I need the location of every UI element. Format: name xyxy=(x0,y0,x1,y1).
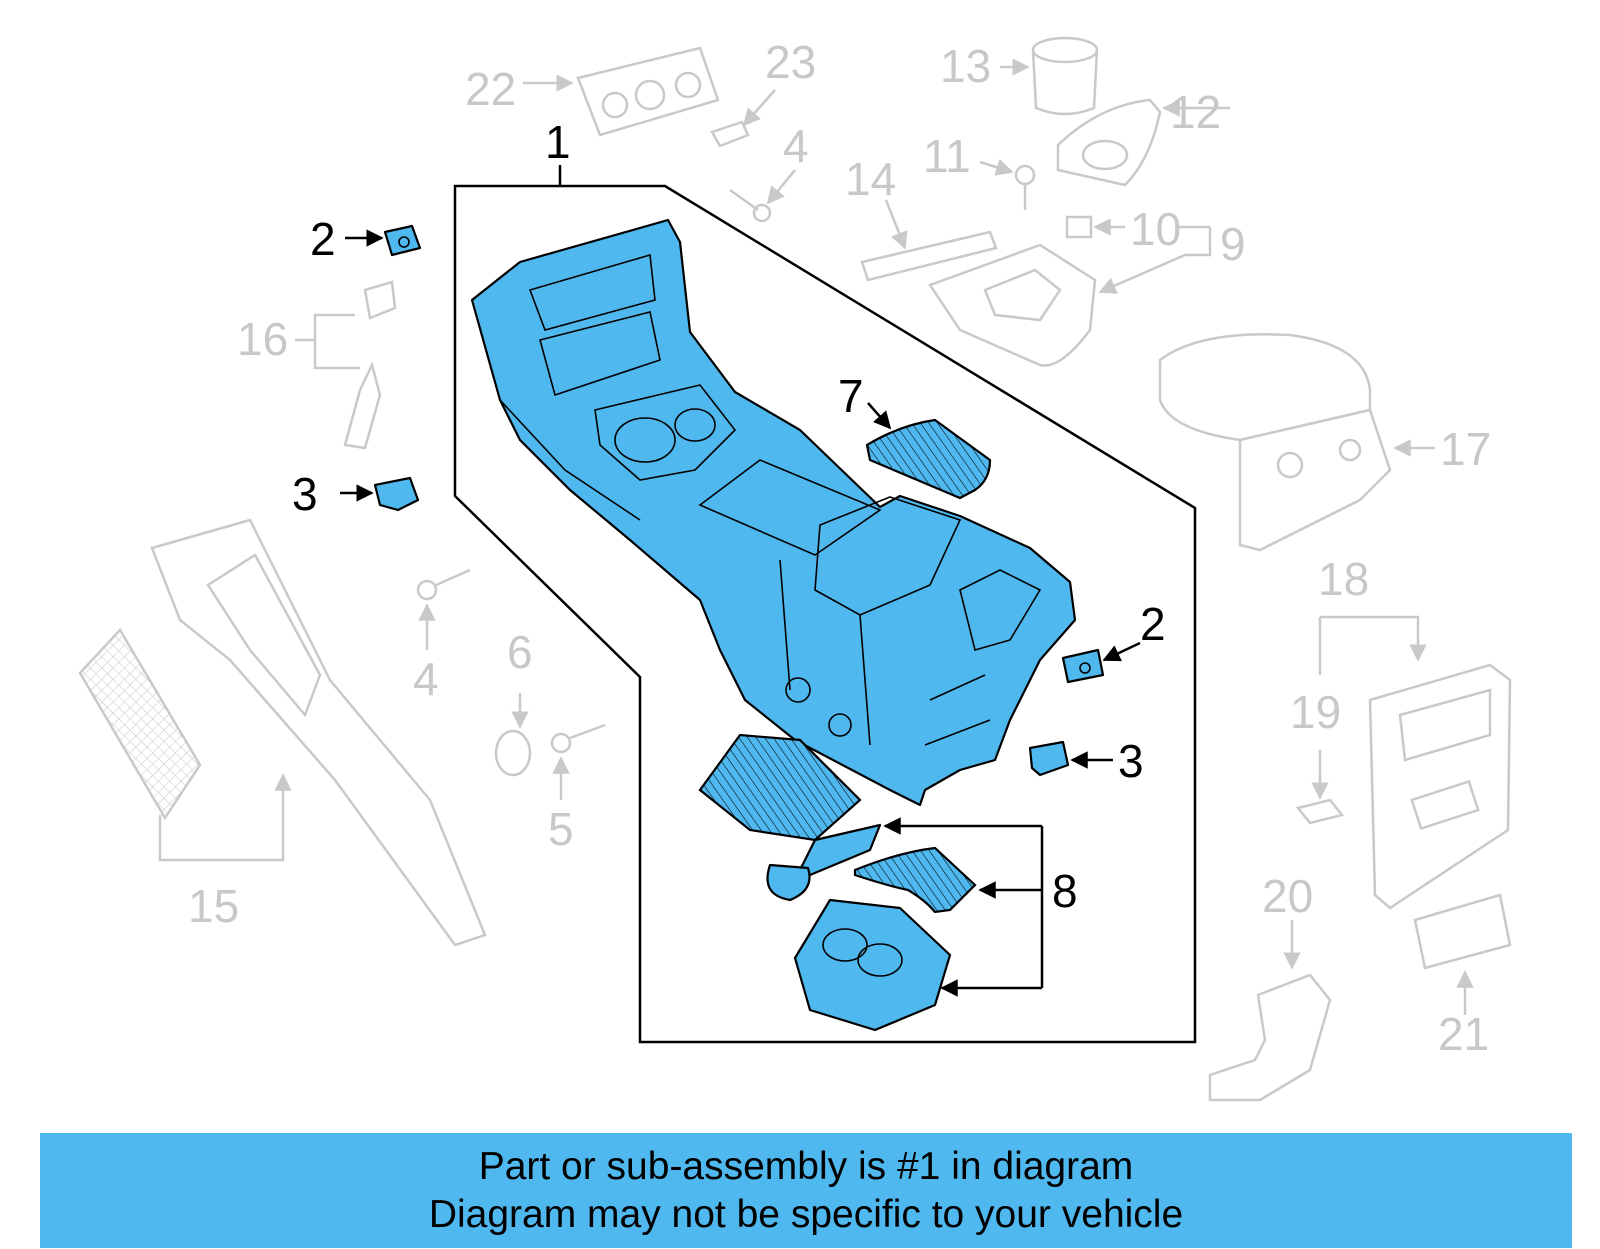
callout-4-left: 4 xyxy=(413,653,439,705)
part-3-clip-left xyxy=(373,476,420,512)
callout-9: 9 xyxy=(1220,218,1246,270)
callout-6: 6 xyxy=(507,626,533,678)
part-11-bolt xyxy=(1014,164,1036,210)
part-19-clip xyxy=(1295,798,1345,825)
callout-16: 16 xyxy=(237,313,288,365)
leader-16 xyxy=(295,313,360,370)
leader-4-top xyxy=(766,169,796,205)
leader-9 xyxy=(1100,225,1212,292)
part-16-brackets xyxy=(343,280,397,450)
part-10-clip xyxy=(1065,215,1093,239)
part-15-side-trim xyxy=(78,518,487,947)
part-17-armrest xyxy=(1158,333,1392,552)
part-1-center-console xyxy=(470,218,1077,807)
callout-17: 17 xyxy=(1440,423,1491,475)
callout-23: 23 xyxy=(765,36,816,88)
leader-23 xyxy=(742,89,776,127)
part-6-ring xyxy=(494,729,532,777)
callout-7: 7 xyxy=(838,370,864,422)
callout-13: 13 xyxy=(940,40,991,92)
part-21-usb-module xyxy=(1413,893,1512,970)
part-2-clip-left xyxy=(383,224,422,257)
callout-12: 12 xyxy=(1170,86,1221,138)
callout-4-top: 4 xyxy=(783,120,809,172)
part-22-control-panel xyxy=(576,46,720,137)
part-8-upper-tray xyxy=(698,733,882,902)
part-3-clip-right xyxy=(1028,740,1070,777)
part-7-mat xyxy=(865,418,992,500)
part-4-screw-left xyxy=(416,568,471,601)
part-20-duct xyxy=(1208,973,1332,1102)
part-23-clip xyxy=(710,120,750,148)
banner-line-1: Part or sub-assembly is #1 in diagram xyxy=(478,1144,1134,1188)
banner-line-2: Diagram may not be specific to your vehi… xyxy=(428,1192,1184,1236)
part-4-screw-top xyxy=(729,188,772,223)
leader-2-right xyxy=(1102,641,1141,662)
callout-5: 5 xyxy=(548,803,574,855)
part-8-mat xyxy=(853,846,977,914)
callout-21: 21 xyxy=(1438,1008,1489,1060)
callout-15: 15 xyxy=(188,880,239,932)
part-9-bezel-tray xyxy=(928,243,1097,367)
callout-2-left: 2 xyxy=(310,213,336,265)
part-5-screw xyxy=(550,723,606,754)
callout-1: 1 xyxy=(545,116,571,168)
leader-11 xyxy=(979,158,1014,176)
part-8-cup-bin xyxy=(793,898,952,1032)
callout-3-left: 3 xyxy=(292,468,318,520)
callout-2-right: 2 xyxy=(1140,598,1166,650)
part-18-rear-vent xyxy=(1368,663,1512,910)
assembly-1-boundary xyxy=(453,184,1197,1044)
parts-diagram: 1 2 3 2 3 7 8 22 23 4 13 12 11 14 10 9 1… xyxy=(78,36,1512,1102)
callout-8: 8 xyxy=(1052,865,1078,917)
leader-18 xyxy=(1320,615,1427,662)
part-12-bezel xyxy=(1056,98,1162,187)
part-14-trim-strip xyxy=(860,230,998,282)
callout-22: 22 xyxy=(465,63,516,115)
part-13-cup-insert xyxy=(1031,36,1099,116)
callout-20: 20 xyxy=(1262,870,1313,922)
callout-3-right: 3 xyxy=(1118,735,1144,787)
callout-19: 19 xyxy=(1290,686,1341,738)
callout-10: 10 xyxy=(1130,203,1181,255)
callout-14: 14 xyxy=(845,153,896,205)
leader-7 xyxy=(867,402,892,430)
callout-11: 11 xyxy=(923,130,971,182)
info-banner: Part or sub-assembly is #1 in diagram Di… xyxy=(40,1133,1572,1248)
leader-8 xyxy=(888,824,1044,990)
leader-14 xyxy=(884,199,908,250)
part-2-clip-right xyxy=(1061,648,1105,684)
callout-18: 18 xyxy=(1318,553,1369,605)
leader-15 xyxy=(158,773,292,862)
